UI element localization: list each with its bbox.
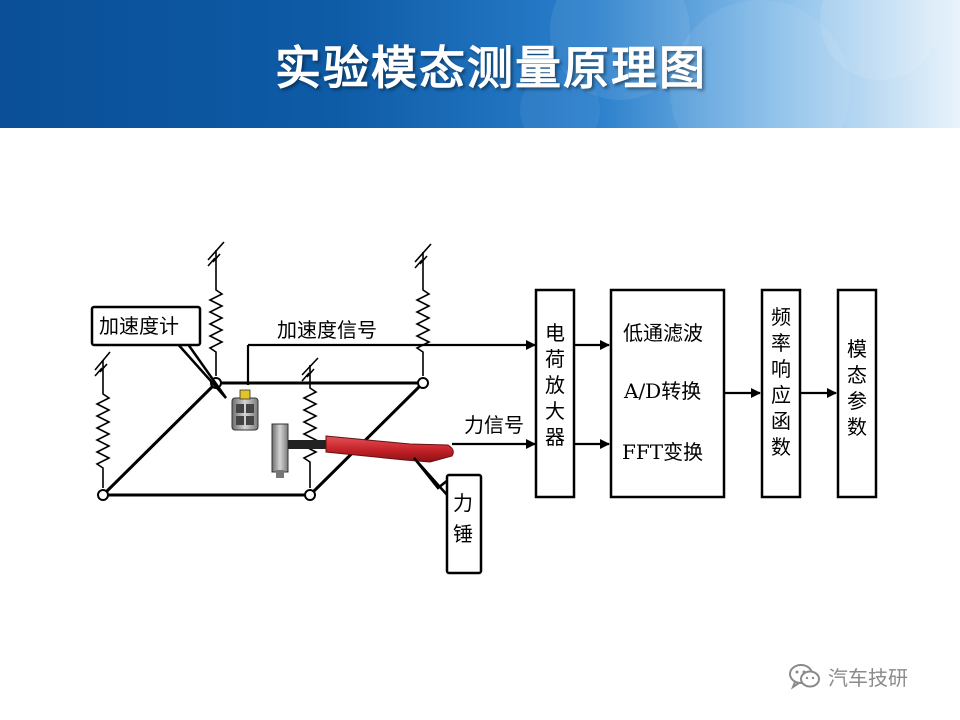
- frf-label: 频 率 响 应 函 数: [771, 305, 791, 459]
- suspension-spring-back-left: [207, 241, 225, 376]
- lowpass-filter-label: 低通滤波: [623, 321, 703, 345]
- processing-blocks: [534, 288, 878, 499]
- charge-amplifier-block: [534, 288, 576, 499]
- suspension-spring-left: [94, 351, 111, 488]
- frf-block: [760, 288, 802, 499]
- hammer-label: 力 锤: [453, 491, 473, 546]
- fft-label: FFT变换: [622, 440, 704, 464]
- accelerometer-callout: [90, 305, 228, 399]
- ad-conversion-label: A/D转换: [624, 379, 702, 403]
- plate-nodes: [97, 377, 429, 501]
- impact-hammer: [271, 423, 454, 478]
- accelerometer-label: 加速度计: [99, 314, 179, 338]
- accelerometer-sensor: [231, 389, 259, 431]
- hammer-callout: [413, 457, 483, 575]
- force-signal-label: 力信号: [464, 413, 524, 437]
- watermark-text: 汽车技研: [828, 666, 908, 690]
- modal-params-block: [836, 288, 878, 499]
- header-banner: [0, 0, 960, 128]
- page-title: 实验模态测量原理图: [275, 41, 707, 95]
- accel-signal-label: 加速度信号: [277, 318, 377, 342]
- charge-amplifier-label: 电 荷 放 大 器: [545, 321, 565, 449]
- suspension-spring-back-right: [414, 243, 432, 376]
- wechat-icon: [789, 663, 820, 690]
- suspension-spring-middle: [301, 357, 319, 488]
- decorative-bubbles: [520, 0, 940, 128]
- test-plate-frame: [101, 381, 425, 497]
- watermark: 汽车技研: [788, 662, 908, 691]
- flow-arrows: [574, 340, 837, 449]
- modal-params-label: 模 态 参 数: [847, 337, 867, 439]
